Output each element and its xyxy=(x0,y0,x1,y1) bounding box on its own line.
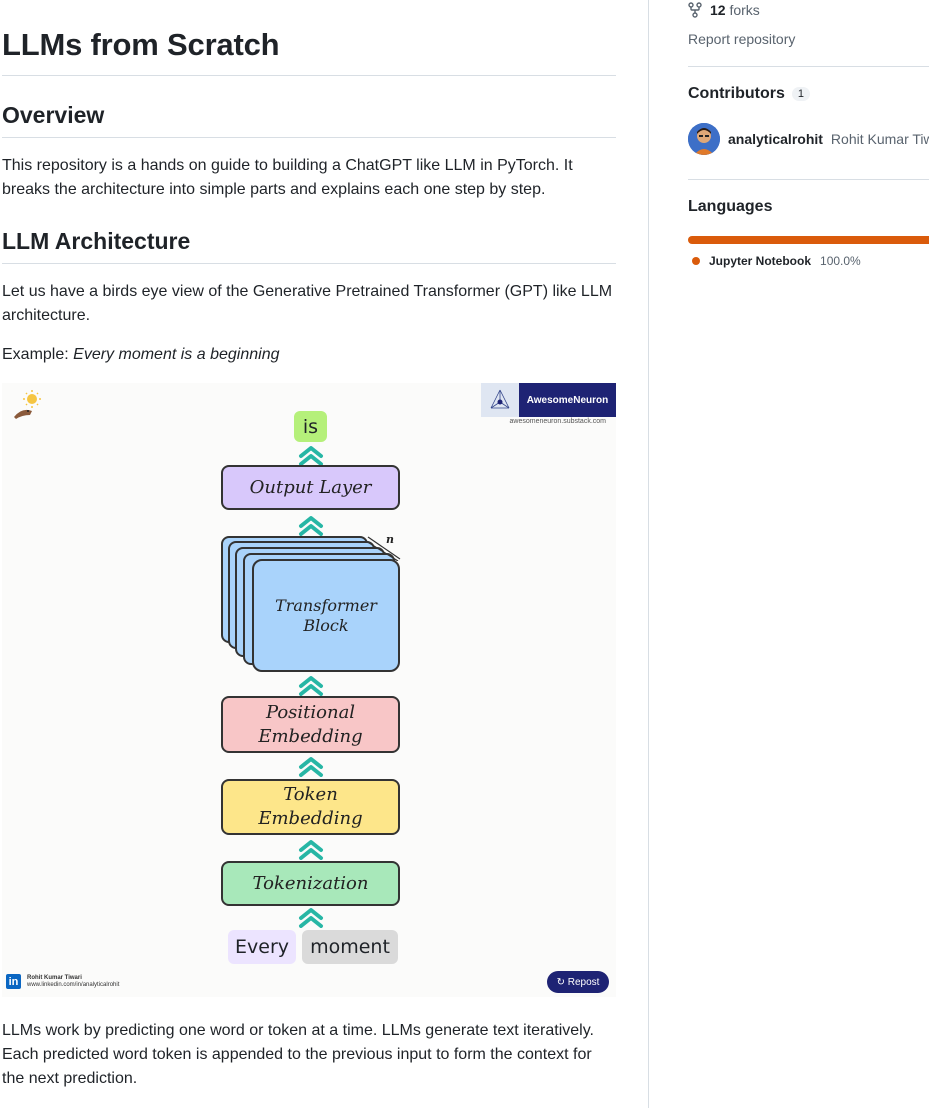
chevron-up-icon xyxy=(297,755,325,777)
forks-label: forks xyxy=(729,2,760,18)
bird-mascot-icon xyxy=(10,389,44,423)
contributor-login[interactable]: analyticalrohit xyxy=(728,131,823,147)
token-line2: Embedding xyxy=(258,808,363,829)
token-embedding-block: Token Embedding xyxy=(221,779,400,835)
repost-button[interactable]: ↻ Repost xyxy=(547,971,609,993)
positional-line2: Embedding xyxy=(258,725,363,747)
transformer-block: Transformer Block xyxy=(252,559,400,672)
positional-line1: Positional xyxy=(265,701,356,723)
avatar[interactable] xyxy=(688,123,720,155)
closing-text: LLMs work by predicting one word or toke… xyxy=(2,1022,594,1087)
token-line1: Token xyxy=(283,784,338,805)
output-token: is xyxy=(294,411,327,442)
readme-title: LLMs from Scratch xyxy=(2,27,280,62)
languages-title: Languages xyxy=(688,198,773,215)
chevron-up-icon xyxy=(297,444,325,466)
input-token-moment: moment xyxy=(302,930,398,964)
repo-forked-icon xyxy=(688,2,702,18)
input-token-every: Every xyxy=(228,930,296,964)
overview-heading: Overview xyxy=(2,102,105,128)
language-color-dot xyxy=(692,257,700,265)
forks-link[interactable]: 12 forks xyxy=(688,2,760,18)
contributor-item[interactable]: analyticalrohit Rohit Kumar Tiw xyxy=(688,123,929,155)
architecture-divider xyxy=(2,263,616,264)
architecture-heading: LLM Architecture xyxy=(2,228,191,254)
overview-divider xyxy=(2,137,616,138)
report-repository-link[interactable]: Report repository xyxy=(688,31,796,47)
positional-embedding-block: Positional Embedding xyxy=(221,696,400,753)
language-item[interactable]: Jupyter Notebook 100.0% xyxy=(692,254,861,268)
overview-text: This repository is a hands on guide to b… xyxy=(2,157,573,198)
chevron-up-icon xyxy=(297,514,325,536)
column-divider xyxy=(648,0,649,1108)
contributors-title[interactable]: Contributors 1 xyxy=(688,85,810,103)
author-name: Rohit Kumar Tiwari xyxy=(27,974,82,981)
example-label: Example: xyxy=(2,346,69,363)
chevron-up-icon xyxy=(297,674,325,696)
sidebar-divider xyxy=(688,179,929,180)
brand-url: awesomeneuron.substack.com xyxy=(509,418,607,425)
tokenization-block: Tokenization xyxy=(221,861,400,906)
chevron-up-icon xyxy=(297,906,325,928)
sidebar-divider xyxy=(688,66,929,67)
transformer-block-line2: Block xyxy=(303,615,349,635)
contributors-label: Contributors xyxy=(688,85,785,102)
example-line: Example: Every moment is a beginning xyxy=(2,343,616,367)
awesomeneuron-brand: AwesomeNeuron awesomeneuron.substack.com xyxy=(481,383,616,429)
example-text: Every moment is a beginning xyxy=(73,346,280,363)
chevron-up-icon xyxy=(297,838,325,860)
brand-name: AwesomeNeuron xyxy=(519,383,616,417)
architecture-text: Let us have a birds eye view of the Gene… xyxy=(2,283,613,324)
neuron-logo-icon xyxy=(481,383,519,417)
author-url: www.linkedin.com/in/analyticalrohit xyxy=(27,981,120,988)
language-bar xyxy=(688,236,929,244)
forks-count: 12 xyxy=(710,2,726,18)
transformer-block-line1: Transformer xyxy=(275,595,377,615)
language-name: Jupyter Notebook xyxy=(709,254,812,268)
author-credit: in Rohit Kumar Tiwari www.linkedin.com/i… xyxy=(6,974,119,989)
contributors-count: 1 xyxy=(791,87,810,101)
contributor-name: Rohit Kumar Tiw xyxy=(830,131,929,147)
output-layer-block: Output Layer xyxy=(221,465,400,510)
repeat-count-label: n xyxy=(386,533,394,546)
language-percent: 100.0% xyxy=(820,254,861,268)
linkedin-icon: in xyxy=(6,974,21,989)
llm-architecture-image: AwesomeNeuron awesomeneuron.substack.com… xyxy=(2,383,616,997)
repeat-bracket xyxy=(365,536,401,561)
title-divider xyxy=(2,75,616,76)
